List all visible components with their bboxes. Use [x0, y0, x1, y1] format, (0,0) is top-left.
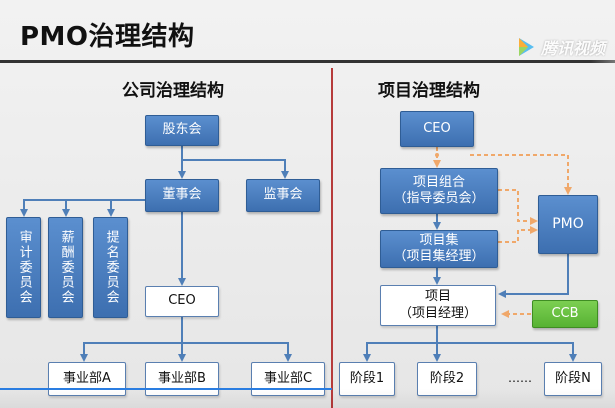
link-project-phase-n: [437, 342, 577, 362]
project-title: 项目: [424, 289, 451, 305]
node-phase-1: 阶段1: [339, 362, 395, 396]
node-division-b: 事业部B: [145, 362, 219, 396]
video-progress-bar[interactable]: [0, 388, 333, 390]
video-watermark: 腾讯视频: [515, 35, 605, 59]
link-ceo-pmo: [470, 154, 572, 195]
project-subtitle: （项目经理）: [398, 305, 477, 321]
video-bottom-bar: [0, 388, 615, 408]
node-committee-nomination: 提名委员会: [93, 217, 128, 318]
node-phase-n: 阶段N: [544, 362, 602, 396]
left-heading: 公司治理结构: [122, 81, 224, 101]
portfolio-subtitle: （指导委员会）: [393, 191, 485, 206]
link-portfolio-pmo: [498, 189, 538, 225]
program-subtitle: （项目集经理）: [393, 249, 485, 264]
portfolio-title: 项目组合: [412, 174, 465, 190]
link-shareholders-supervisors: [182, 159, 289, 179]
node-pmo: PMO: [538, 195, 598, 254]
link-program-pmo: [498, 226, 538, 243]
watermark-text: 腾讯视频: [540, 39, 605, 58]
dash-joints: [435, 153, 439, 157]
phases-ellipsis: ……: [508, 370, 532, 385]
link-ceo-division-c: [182, 342, 292, 362]
right-heading: 项目治理结构: [378, 81, 480, 101]
node-ccb: CCB: [532, 300, 598, 328]
node-portfolio: 项目组合 （指导委员会）: [380, 168, 498, 214]
node-project: 项目 （项目经理）: [380, 285, 496, 326]
section-divider: [331, 68, 333, 408]
link-board-committee-1: [20, 199, 182, 217]
committee-audit-label: 审计委员会: [16, 230, 32, 305]
node-division-c: 事业部C: [251, 362, 325, 396]
slide-title: PMO治理结构: [20, 22, 195, 52]
node-committee-audit: 审计委员会: [6, 217, 41, 318]
node-phase-2: 阶段2: [417, 362, 477, 396]
committee-compensation-label: 薪酬委员会: [58, 230, 74, 305]
node-right-ceo: CEO: [400, 111, 474, 147]
title-underline: [0, 60, 615, 63]
link-pmo-project: [498, 254, 569, 298]
node-board: 董事会: [145, 179, 219, 212]
play-logo-icon: [518, 38, 534, 56]
link-project-phase-1: [363, 342, 437, 362]
node-left-ceo: CEO: [145, 286, 219, 317]
node-committee-compensation: 薪酬委员会: [48, 217, 83, 318]
node-shareholders: 股东会: [145, 115, 219, 146]
program-title: 项目集: [419, 232, 459, 248]
committee-nomination-label: 提名委员会: [103, 230, 119, 305]
node-supervisors: 监事会: [246, 179, 320, 212]
node-program: 项目集 （项目集经理）: [380, 230, 498, 268]
node-division-a: 事业部A: [48, 362, 126, 396]
link-ceo-division-a: [80, 342, 182, 362]
